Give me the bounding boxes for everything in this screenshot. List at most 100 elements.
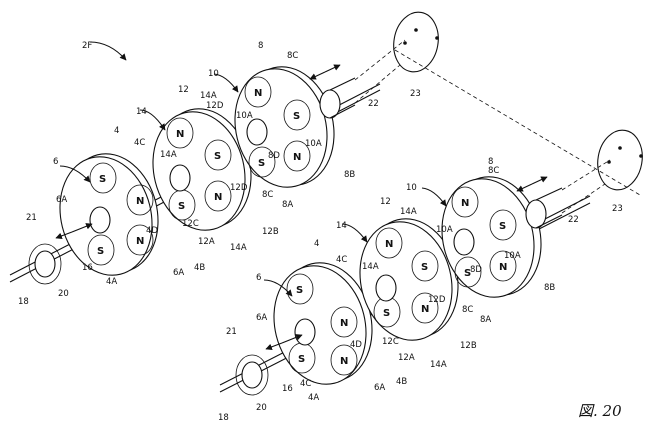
ref-label: 4B [396, 377, 407, 387]
pole-label: S [99, 174, 106, 185]
ref-label: 4A [308, 393, 319, 403]
ref-label: 4C [134, 138, 145, 148]
ref-label: 8A [282, 200, 293, 210]
ref-label: 14A [430, 360, 447, 370]
ref-label: 14A [230, 243, 247, 253]
magnet-hole [166, 117, 194, 149]
ref-label: 4C [336, 255, 347, 265]
ref-label: 8 [258, 41, 263, 51]
magnet-hole [248, 146, 276, 178]
target-dot [607, 160, 611, 164]
projection-line [354, 64, 401, 104]
ref-label: 12D [428, 295, 446, 305]
pole-label: S [293, 111, 300, 122]
arrow-axial [265, 342, 283, 351]
output-shaft-end [525, 199, 547, 229]
target-dot [414, 28, 418, 32]
ref-label: 16 [82, 263, 93, 273]
arrow-10 [213, 73, 239, 93]
ref-label: 4 [314, 239, 319, 249]
arrow-axial [516, 183, 533, 192]
pole-label: S [214, 151, 221, 162]
magnet-hole [411, 250, 439, 282]
ref-label: 18 [218, 413, 229, 423]
ref-label: 14A [362, 262, 379, 272]
shaft-hub [375, 274, 397, 302]
ref-label: 10 [208, 69, 219, 79]
pole-label: N [136, 196, 144, 207]
ref-label: 12D [206, 101, 224, 111]
ref-label: 23 [410, 89, 421, 99]
ref-label: 18 [18, 297, 29, 307]
arrow-axial [71, 223, 93, 233]
arrow-axial [324, 64, 341, 73]
magnet-hole [126, 184, 154, 216]
magnet-hole [283, 140, 311, 172]
disc-4 [273, 265, 367, 385]
arrow-2F [89, 41, 127, 61]
arrow-axial [309, 71, 326, 80]
bearing-ring [235, 354, 269, 396]
ref-label: 6 [256, 273, 261, 283]
magnet-hole [87, 234, 115, 266]
pole-label: S [383, 308, 390, 319]
projection-line [354, 39, 406, 81]
ref-label: 22 [368, 99, 379, 109]
arrow-6 [59, 165, 91, 183]
disc-8 [234, 68, 328, 188]
shaft-line [535, 187, 563, 201]
shaft-hub [89, 206, 111, 234]
magnet-hole [330, 306, 358, 338]
shaft-hub [169, 164, 191, 192]
ref-label: 8C [262, 190, 273, 200]
ref-label: 6A [56, 195, 67, 205]
pole-label: S [97, 246, 104, 257]
ref-label: 12B [262, 227, 279, 237]
shaft-hub [246, 118, 268, 146]
ref-label: 14A [160, 150, 177, 160]
ref-label: 12A [398, 353, 415, 363]
ref-label: 4B [194, 263, 205, 273]
ref-label: 10A [436, 225, 453, 235]
ref-label: 8A [480, 315, 491, 325]
ref-label: 12 [380, 197, 391, 207]
bearing-ring [28, 243, 62, 285]
ref-label: 12C [382, 337, 399, 347]
ref-label: 12A [198, 237, 215, 247]
projection-line [394, 49, 641, 196]
shaft-hub [294, 318, 316, 346]
magnet-hole [204, 180, 232, 212]
ref-label: 8D [268, 151, 280, 161]
ref-label: 10 [406, 183, 417, 193]
ref-label: 12C [182, 219, 199, 229]
magnet-hole [244, 76, 272, 108]
magnet-hole [489, 209, 517, 241]
pole-label: N [340, 356, 348, 367]
ref-label: 8C [287, 51, 298, 61]
magnet-hole [375, 227, 403, 259]
ref-label: 14 [136, 107, 147, 117]
target-dot [618, 146, 622, 150]
target-dot [403, 41, 407, 45]
ref-label: 4 [114, 126, 119, 136]
ref-label: 14A [400, 207, 417, 217]
shaft-hub [453, 228, 475, 256]
ref-label: 4D [350, 340, 362, 350]
projection-line [561, 183, 606, 214]
pole-label: N [385, 239, 393, 250]
pole-label: S [499, 221, 506, 232]
arrow-14 [139, 109, 166, 131]
ref-label: 8B [344, 170, 355, 180]
ref-label: 4C [300, 379, 311, 389]
ref-label: 8D [470, 265, 482, 275]
shaft-line [329, 77, 356, 91]
pole-label: N [214, 192, 222, 203]
ref-label: 6 [53, 157, 58, 167]
ref-label: 4D [146, 226, 158, 236]
ref-label: 12 [178, 85, 189, 95]
projection-line [561, 159, 611, 191]
assembly-top: S N S N N S N S N S N S 2F 6 4 4C 4D 4A … [9, 11, 641, 307]
ref-label: 20 [256, 403, 267, 413]
pole-label: N [176, 129, 184, 140]
ref-label: 10A [305, 139, 322, 149]
